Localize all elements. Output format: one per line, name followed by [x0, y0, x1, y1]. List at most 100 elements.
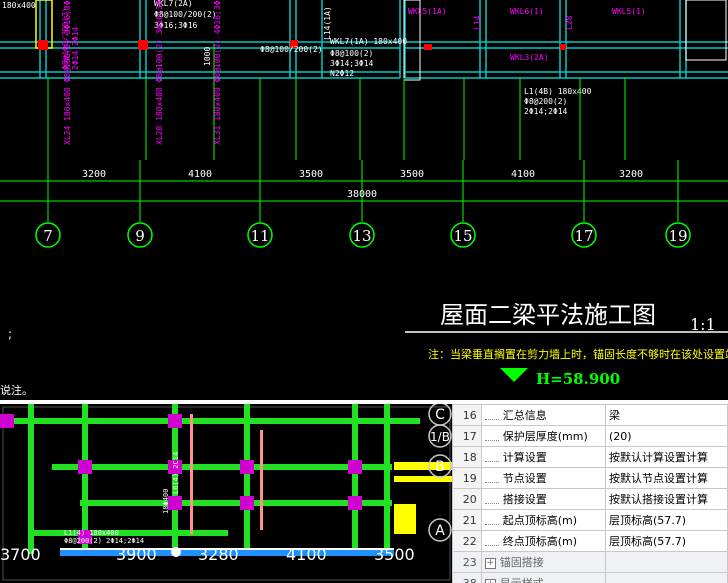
- expand-icon[interactable]: +: [484, 557, 496, 569]
- beam-label: WKL3(2A): [510, 53, 549, 62]
- leader-lines: [47, 44, 626, 160]
- row-number: 19: [452, 467, 482, 489]
- beam-label: 2Φ14;2Φ14: [71, 26, 80, 70]
- dimension-label: 4100: [511, 169, 535, 180]
- tree-line-icon: [484, 434, 499, 441]
- green-beams: [0, 404, 420, 554]
- wall-outline: [403, 0, 421, 81]
- beam-label: L14(1A): [323, 6, 332, 40]
- beam-label: 2Φ14;2Φ14: [524, 107, 568, 116]
- elevation-triangle: [500, 368, 528, 382]
- dimension-label: 4100: [188, 169, 212, 180]
- property-value[interactable]: [605, 572, 728, 583]
- property-row[interactable]: 20 搭接设置 按默认搭接设置计算: [452, 488, 728, 510]
- dimension-lines: [0, 160, 728, 222]
- property-value[interactable]: [605, 551, 728, 573]
- property-row[interactable]: 18 计算设置 按默认计算设置计算: [452, 446, 728, 468]
- row-number: 23: [452, 551, 482, 573]
- dimension-label: 3900: [116, 545, 157, 564]
- tree-line-icon: [484, 476, 499, 483]
- beam-label: WKL7(2A): [154, 0, 193, 8]
- cad-drawing-view[interactable]: 180x400 WKL7(2A) Φ8@100/200(2) 3Φ16;3Φ16…: [0, 0, 728, 400]
- beam-label: WKL7(1A) 180x400: [330, 37, 407, 46]
- dimension-label: 3500: [400, 169, 424, 180]
- row-number: 16: [452, 404, 482, 426]
- beam-label: Φ8@200(2): [524, 97, 567, 106]
- drawing-title: 屋面二梁平法施工图: [440, 301, 656, 329]
- beam-label: 3Φ14;3Φ14: [330, 59, 374, 68]
- property-row[interactable]: 21 起点顶标高(m) 层顶标高(57.7): [452, 509, 728, 531]
- property-value[interactable]: 梁: [605, 404, 728, 426]
- property-name-cell: 汇总信息: [480, 404, 607, 426]
- property-name: 汇总信息: [502, 409, 547, 422]
- grip-point[interactable]: [171, 547, 181, 557]
- column-joints: [0, 414, 362, 544]
- axis-number: 15: [453, 227, 472, 245]
- property-name-cell: 起点顶标高(m): [480, 509, 607, 531]
- property-name: 计算设置: [502, 451, 547, 464]
- row-number: 21: [452, 509, 482, 531]
- beam-text: L6(4) 2C14: [172, 452, 180, 494]
- axis-number: 9: [135, 227, 145, 245]
- property-value[interactable]: 按默认计算设置计算: [605, 446, 728, 468]
- property-value[interactable]: 按默认搭接设置计算: [605, 488, 728, 510]
- total-dimension: 38000: [347, 189, 377, 200]
- property-group-row[interactable]: 38+显示样式: [452, 572, 728, 583]
- drawing-note: 注：当梁垂直搁置在剪力墙上时，锚固长度不够时在该处设置端柱: [428, 347, 728, 361]
- beam-label: XL28 180x400 Φ8@100(2) 3Φ16;3Φ16: [155, 0, 164, 145]
- property-value[interactable]: 按默认节点设置计算: [605, 467, 728, 489]
- axis-number: 7: [43, 227, 53, 245]
- property-name: 搭接设置: [502, 493, 547, 506]
- yellow-beams: [394, 462, 452, 534]
- beam-text: 18Φ400: [162, 489, 170, 514]
- row-number: 18: [452, 446, 482, 468]
- row-number: 17: [452, 425, 482, 447]
- beam-label: WKL5(1): [612, 7, 646, 16]
- dimension-label: 3200: [82, 169, 106, 180]
- beam-label: WKL6(1): [510, 7, 544, 16]
- cad-canvas[interactable]: 180x400 WKL7(2A) Φ8@100/200(2) 3Φ16;3Φ16…: [0, 0, 728, 400]
- drawing-scale: 1:1: [690, 315, 716, 334]
- model-canvas[interactable]: C 1/B B A L1(4) 180x400 Φ8@200(2) 2Φ14;2…: [0, 404, 452, 583]
- beam-label: 3Φ16;3Φ16: [154, 21, 198, 30]
- beam-outlines: [0, 0, 728, 79]
- stray-text: ;: [8, 327, 12, 341]
- property-row[interactable]: 17 保护层厚度(mm) (20): [452, 425, 728, 447]
- dimension-label: 3200: [619, 169, 643, 180]
- property-group-row[interactable]: 23+锚固搭接: [452, 551, 728, 573]
- property-name-cell: + 显示样式: [480, 572, 607, 583]
- pink-beams: [190, 414, 263, 534]
- expand-icon[interactable]: +: [484, 578, 496, 583]
- tree-line-icon: [484, 497, 499, 504]
- beam-text: L1(4) 180x400: [64, 529, 119, 537]
- axis-letter: B: [435, 459, 445, 475]
- property-name-cell: 计算设置: [480, 446, 607, 468]
- dimension-label: 3700: [0, 545, 41, 564]
- property-row[interactable]: 16 汇总信息 梁: [452, 404, 728, 426]
- beam-label: Φ8@100(2): [330, 49, 373, 58]
- property-value[interactable]: 层顶标高(57.7): [605, 530, 728, 552]
- row-number: 20: [452, 488, 482, 510]
- selected-beam[interactable]: [60, 550, 394, 556]
- beam-label: Φ8@100/200(2): [154, 10, 217, 19]
- property-name: 保护层厚度(mm): [502, 430, 588, 443]
- property-name: 起点顶标高(m): [502, 514, 578, 527]
- tree-line-icon: [484, 455, 499, 462]
- axis-bubbles-bottom: [428, 404, 452, 542]
- side-note: 说注。: [0, 383, 33, 397]
- beam-label: WKL5(1A): [408, 7, 447, 16]
- tree-line-icon: [484, 518, 499, 525]
- selected-beam-highlight: [60, 548, 394, 550]
- column-markers: [38, 40, 566, 50]
- tree-line-icon: [484, 413, 499, 420]
- property-value[interactable]: (20): [605, 425, 728, 447]
- view-frame: [2, 406, 451, 581]
- property-name: 显示样式: [500, 577, 544, 583]
- property-value[interactable]: 层顶标高(57.7): [605, 509, 728, 531]
- cad-model-view[interactable]: C 1/B B A L1(4) 180x400 Φ8@200(2) 2Φ14;2…: [0, 404, 452, 583]
- axis-letter: C: [435, 407, 445, 423]
